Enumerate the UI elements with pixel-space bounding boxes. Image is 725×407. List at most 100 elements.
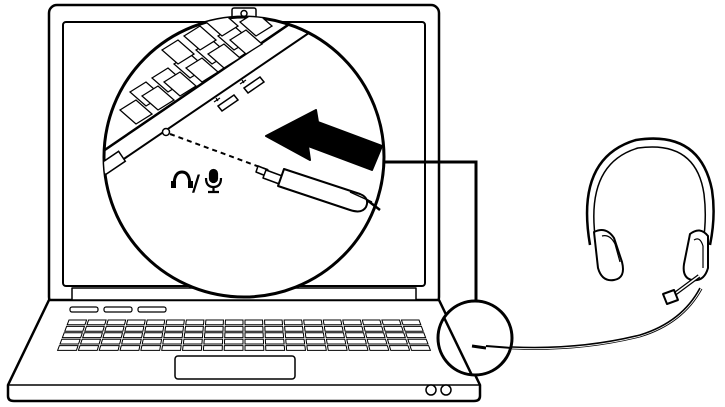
keyboard-key	[204, 325, 224, 332]
keyboard-key	[342, 319, 363, 326]
keyboard-key	[181, 345, 203, 351]
keyboard-key	[84, 325, 105, 332]
audio-jack-port	[161, 127, 171, 137]
right-earcup	[682, 229, 709, 282]
keyboard-key	[203, 332, 224, 339]
keyboard-key	[79, 338, 102, 345]
headset	[585, 137, 715, 305]
keyboard-key	[400, 319, 422, 326]
keyboard-key	[185, 319, 205, 326]
keyboard-key	[325, 338, 347, 345]
keyboard-key	[124, 325, 145, 332]
keyboard-key	[285, 345, 307, 351]
keyboard-key	[244, 345, 265, 351]
keyboard-key	[384, 332, 407, 339]
keyboard-key	[244, 319, 264, 326]
keyboard-key	[388, 345, 411, 351]
keyboard-key	[386, 338, 409, 345]
keyboard-key	[77, 345, 100, 351]
keyboard-key	[361, 319, 382, 326]
keyboard-key	[145, 319, 166, 326]
keyboard-key	[164, 325, 185, 332]
keyboard-key	[284, 332, 305, 339]
keyboard-key	[303, 319, 323, 326]
keyboard-key	[183, 332, 204, 339]
keyboard-key	[223, 345, 244, 351]
keyboard-key	[264, 325, 284, 332]
keyboard-key	[322, 319, 343, 326]
keyboard-key	[364, 332, 386, 339]
keyboard-key	[224, 332, 244, 339]
arrow-insert-icon	[265, 109, 383, 171]
keyboard-key	[326, 345, 348, 351]
keyboard-key	[161, 345, 182, 351]
keyboard-key	[106, 319, 127, 326]
usb-icon	[213, 79, 247, 103]
keyboard-key	[344, 332, 366, 339]
keyboard-key	[405, 332, 427, 339]
headphone-icon	[171, 170, 193, 188]
keyboard-key	[121, 338, 142, 345]
usb-port-1	[216, 93, 240, 113]
keyboard-key	[368, 345, 390, 351]
keyboard-key	[203, 338, 224, 345]
keyboard-key	[202, 345, 223, 351]
keyboard-key	[141, 338, 163, 345]
keyboard-key	[346, 338, 367, 345]
keyboard-key	[324, 332, 346, 339]
keyboard-key	[64, 325, 86, 332]
power-buttons	[425, 384, 452, 396]
keyboard-key	[402, 325, 424, 332]
keyboard-key	[366, 338, 388, 345]
keyboard-key	[305, 338, 326, 345]
keyboard-key	[303, 325, 324, 332]
keyboard-key	[66, 319, 88, 326]
port-callout	[436, 299, 514, 377]
magnifier-callout: /	[102, 15, 386, 299]
speaker-grilles	[69, 306, 167, 313]
keyboard-key	[363, 325, 384, 332]
keyboard-key	[304, 332, 325, 339]
keyboard-key	[323, 325, 344, 332]
magnified-keys	[118, 17, 274, 125]
keyboard-key	[407, 338, 429, 345]
keyboard-key	[265, 345, 286, 351]
keyboard-key	[284, 325, 304, 332]
keyboard-key	[165, 319, 185, 326]
keyboard-key	[204, 319, 224, 326]
keyboard-key	[184, 325, 204, 332]
keyboard-key	[381, 319, 402, 326]
microphone-icon	[204, 168, 223, 194]
keyboard-key	[347, 345, 369, 351]
keyboard-key	[122, 332, 144, 339]
keyboard-key	[244, 325, 264, 332]
keyboard-key	[285, 338, 306, 345]
keyboard-key	[409, 345, 432, 351]
keyboard-key	[244, 332, 264, 339]
keyboard-key	[81, 332, 104, 339]
left-earcup	[593, 229, 624, 282]
keyboard-key	[264, 332, 285, 339]
trackpad	[174, 355, 296, 380]
keyboard-key	[100, 338, 122, 345]
callout-line	[380, 160, 478, 302]
keyboard-key	[224, 319, 244, 326]
keyboard-key	[61, 332, 83, 339]
usb-port-2	[242, 75, 266, 95]
keyboard-key	[98, 345, 120, 351]
keyboard-key	[343, 325, 364, 332]
keyboard	[56, 319, 432, 351]
keyboard-key	[142, 332, 164, 339]
keyboard-key	[264, 319, 284, 326]
keyboard-key	[244, 338, 265, 345]
keyboard-key	[104, 325, 125, 332]
mic-boom	[662, 274, 701, 305]
keyboard-key	[56, 345, 79, 351]
keyboard-key	[59, 338, 81, 345]
icon-separator: /	[192, 172, 201, 197]
headset-cable	[511, 287, 701, 349]
keyboard-key	[223, 338, 244, 345]
keyboard-key	[140, 345, 162, 351]
